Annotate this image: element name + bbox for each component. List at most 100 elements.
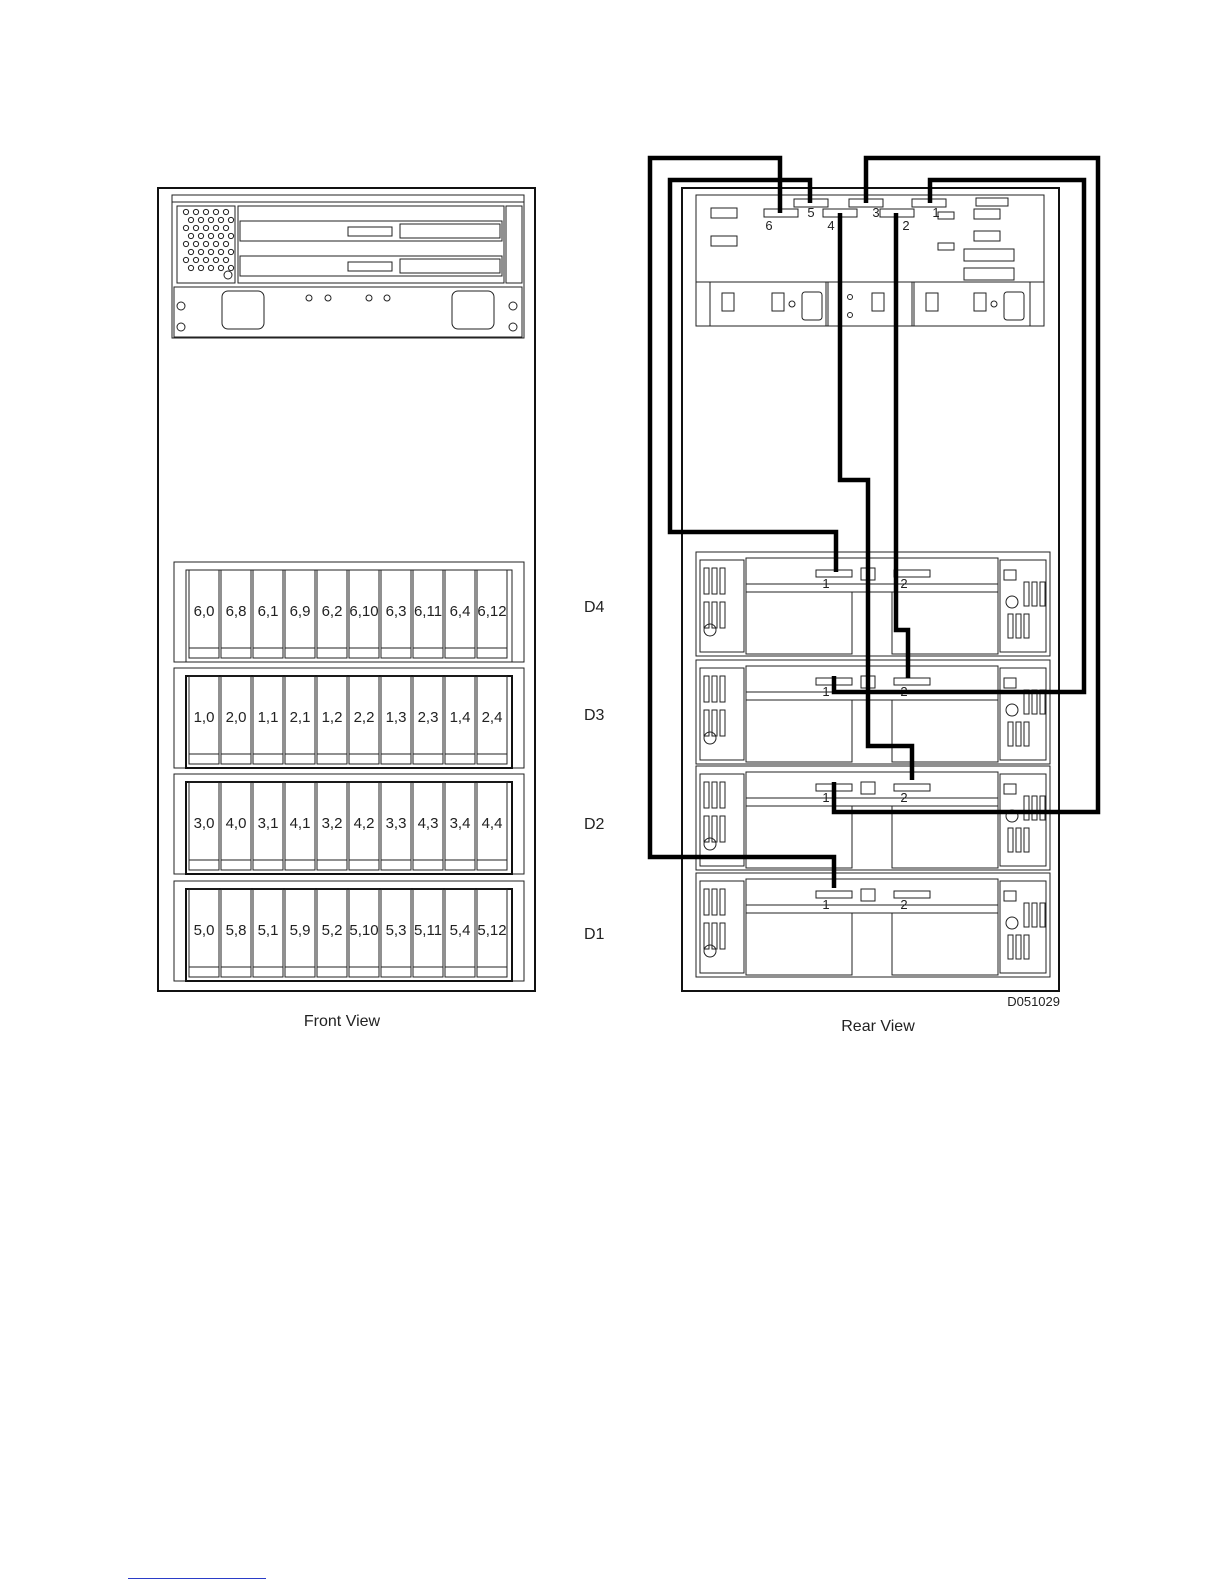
drive-label: 5,1 (258, 922, 279, 939)
figure-id: D051029 (1007, 994, 1060, 1009)
drive-label: 6,12 (477, 603, 506, 620)
front-drawers: 6,06,86,16,96,26,106,36,116,46,121,02,01… (174, 562, 524, 981)
controller-port-label: 4 (827, 218, 834, 233)
grille-hole (218, 217, 223, 222)
drawer-port-label: 2 (900, 897, 907, 912)
grille-hole (213, 209, 218, 214)
grille-hole (198, 265, 203, 270)
fan-icon (704, 838, 716, 850)
psu-left (746, 700, 852, 762)
vent-slot (720, 889, 725, 915)
vent-slot (1016, 935, 1021, 959)
rear-drawer-d4: 12 (696, 552, 1050, 656)
fan-icon (1006, 704, 1018, 716)
vent-slot (704, 782, 709, 808)
drive-label: 5,10 (349, 922, 378, 939)
front-drawer-d1: 5,05,85,15,95,25,105,35,115,45,12 (174, 881, 524, 981)
fan-grille-icon (183, 209, 233, 270)
rear-drawers: 12121212 (696, 552, 1050, 977)
grille-hole (193, 225, 198, 230)
rear-drawer-left-vents (700, 560, 744, 652)
grille-hole (223, 257, 228, 262)
vent-slot (1032, 903, 1037, 927)
esm-module (746, 666, 998, 700)
drive-label: 5,11 (414, 922, 442, 939)
drive-label: 2,0 (226, 709, 247, 726)
drive-label: 6,9 (290, 603, 311, 620)
drive-label: 5,8 (226, 922, 247, 939)
controller-port-label: 6 (765, 218, 772, 233)
grille-hole (228, 217, 233, 222)
grille-hole (193, 257, 198, 262)
psu-right (892, 700, 998, 762)
vent-slot (1024, 828, 1029, 852)
vent-slot (720, 923, 725, 949)
drive-label: 6,4 (450, 603, 471, 620)
esm-indicator (861, 782, 875, 794)
drive-label: 1,4 (450, 709, 471, 726)
rear-view-caption: Rear View (841, 1018, 915, 1035)
drive-label: 5,12 (477, 922, 506, 939)
cables (650, 158, 1098, 888)
psu-right (892, 913, 998, 975)
grille-hole (188, 249, 193, 254)
grille-hole (198, 217, 203, 222)
esm-module (746, 879, 998, 913)
drawer-label-d1: D1 (584, 926, 605, 943)
drive-label: 3,4 (450, 815, 471, 832)
grille-hole (193, 241, 198, 246)
front-server-unit (172, 195, 524, 338)
drive-label: 2,2 (354, 709, 375, 726)
grille-hole (228, 233, 233, 238)
vent-slot (712, 889, 717, 915)
grille-hole (228, 249, 233, 254)
grille-hole (203, 257, 208, 262)
vent-slot (1024, 722, 1029, 746)
vent-slot (720, 602, 725, 628)
vent-slot (712, 602, 717, 628)
vent-slot (1024, 903, 1029, 927)
grille-hole (188, 233, 193, 238)
drive-label: 3,3 (386, 815, 407, 832)
front-view-caption: Front View (304, 1013, 381, 1030)
rear-drawer-left-vents (700, 774, 744, 866)
vent-slot (1024, 935, 1029, 959)
grille-hole (213, 241, 218, 246)
controller-port-label: 3 (872, 205, 879, 220)
drive-label: 6,2 (322, 603, 343, 620)
rear-drawer-left-vents (700, 668, 744, 760)
grille-hole (188, 217, 193, 222)
vent-slot (704, 568, 709, 594)
fan-icon (1006, 917, 1018, 929)
status-led (1004, 678, 1016, 688)
drive-label: 6,11 (414, 603, 442, 620)
vent-slot (1040, 903, 1045, 927)
vent-slot (720, 710, 725, 736)
drive-label: 4,2 (354, 815, 375, 832)
drive-label: 4,3 (418, 815, 439, 832)
vent-slot (1008, 935, 1013, 959)
drawer-label-d4: D4 (584, 599, 605, 616)
vent-slot (1040, 582, 1045, 606)
drive-label: 2,1 (290, 709, 311, 726)
esm-module (746, 558, 998, 592)
grille-hole (223, 225, 228, 230)
drawer-port-label: 1 (822, 897, 829, 912)
controller-port-label: 1 (932, 205, 939, 220)
vent-slot (712, 568, 717, 594)
grille-hole (203, 225, 208, 230)
grille-hole (213, 225, 218, 230)
grille-hole (183, 241, 188, 246)
grille-hole (203, 209, 208, 214)
vent-slot (712, 816, 717, 842)
vent-slot (1040, 796, 1045, 820)
drawer-port-label: 1 (822, 790, 829, 805)
esm-indicator (861, 889, 875, 901)
grille-hole (218, 265, 223, 270)
fan-icon (1006, 596, 1018, 608)
